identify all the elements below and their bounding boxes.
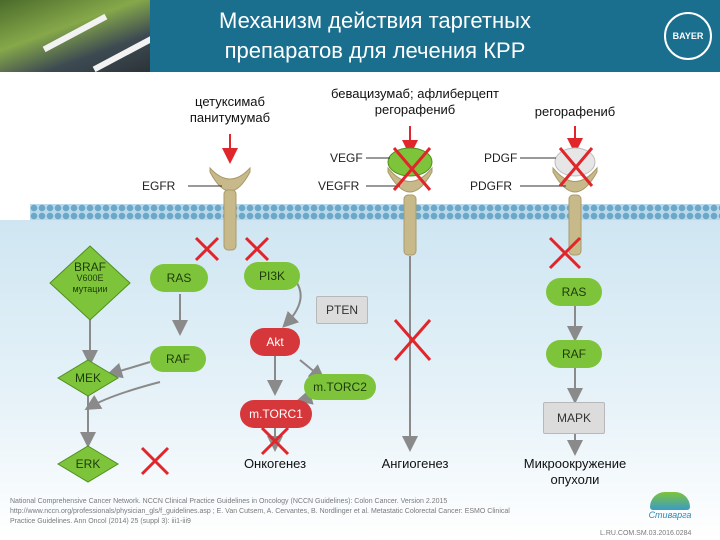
node-akt: Akt [250,328,300,356]
outcome-micro-line2: опухоли [550,472,600,487]
label-pdgfr: PDGFR [470,179,512,193]
ref-line3: Practice Guidelines. Ann Oncol (2014) 25… [10,518,191,525]
references: National Comprehensive Cancer Network. N… [10,497,610,527]
node-mapk: MAPK [543,402,605,434]
mek-label: MEK [74,371,101,385]
brand-logo-text: Стиварга [648,510,692,520]
bayer-logo-text: BAYER [672,31,704,41]
label-egfr: EGFR [142,179,176,193]
brand-logo-shape [650,492,690,510]
node-ras-right: RAS [546,278,602,306]
outcome-microenvironment: Микроокружение опухоли [500,456,650,488]
cross-erk [140,446,170,476]
ref-line2: http://www.nccn.org/professionals/physic… [10,508,510,515]
road-image [0,0,150,72]
document-code: L.RU.COM.SM.03.2016.0284 [600,530,692,537]
node-mtorc2: m.TORC2 [304,374,376,400]
drug-label-vegf: бевацизумаб; афлиберцепт регорафениб [310,86,520,118]
cross-pdgf [558,147,594,187]
title-line-1: Механизм действия таргетных [219,8,531,33]
braf-sub2: мутации [72,284,108,294]
outcome-micro-line1: Микроокружение [523,456,627,471]
ref-line1: National Comprehensive Cancer Network. N… [10,498,448,505]
cross-egfr-ras [194,236,220,262]
label-vegf: VEGF [330,151,363,165]
braf-title: BRAF [73,260,106,274]
erk-diamond [57,445,119,483]
drug-pdgf-line: регорафениб [534,104,616,119]
node-raf-right: RAF [546,340,602,368]
node-pten: PTEN [316,296,368,324]
cross-vegf [392,147,432,191]
egfr-receptor [209,166,251,251]
drug-label-egfr: цетуксимаб панитумумаб [170,94,290,126]
braf-label: BRAF V600E мутации [60,260,120,295]
cross-angiogenesis [393,319,432,361]
outcome-angiogenesis: Ангиогенез [381,456,449,471]
node-ras-left: RAS [150,264,208,292]
vegfr-receptor [387,166,433,256]
label-pdgf: PDGF [484,151,518,165]
brand-logo: Стиварга [640,492,700,520]
drug-egfr-line2: панитумумаб [189,110,271,125]
drug-vegf-line2: регорафениб [374,102,456,117]
drug-vegf-line1: бевацизумаб; афлиберцепт [330,86,499,101]
cross-oncogenesis [260,426,290,456]
label-vegfr: VEGFR [318,179,360,193]
drug-label-pdgf: регорафениб [520,104,630,120]
title-line-2: препаратов для лечения КРР [224,38,526,63]
cell-membrane [30,204,720,220]
node-mtorc1: m.TORC1 [240,400,312,428]
braf-diamond [49,245,131,321]
node-raf-left: RAF [150,346,206,372]
bayer-logo: BAYER [664,12,712,60]
outcome-oncogenesis: Онкогенез [243,456,307,471]
node-pi3k: PI3K [244,262,300,290]
cross-egfr-pi3k [244,236,270,262]
slide-title: Механизм действия таргетных препаратов д… [150,6,600,66]
braf-sub1: V600E [76,273,104,283]
mek-diamond [57,359,119,397]
erk-label: ERK [75,457,101,471]
cross-pdgfr-ras [548,236,582,270]
drug-egfr-line1: цетуксимаб [195,94,265,109]
